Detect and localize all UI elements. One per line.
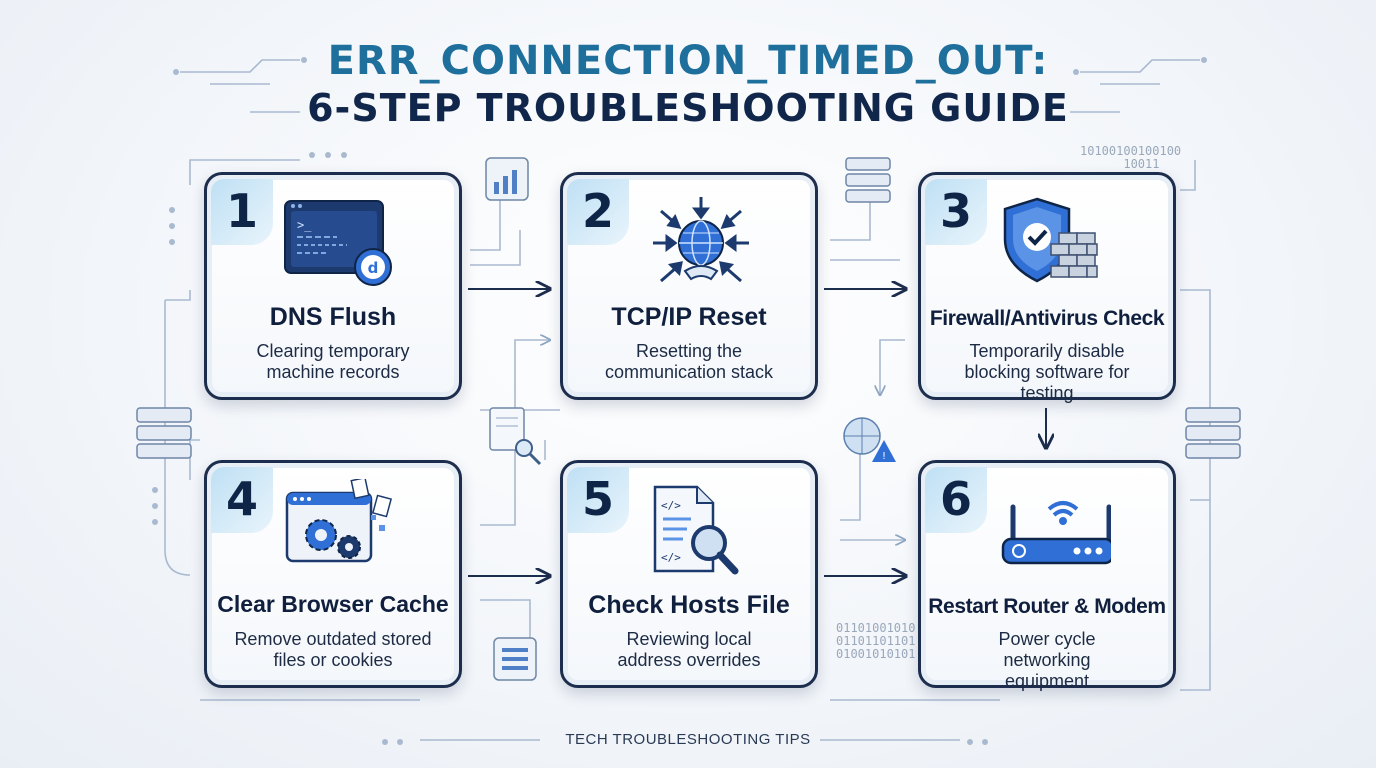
svg-text:d: d <box>368 259 379 277</box>
step-title: Clear Browser Cache <box>217 591 449 617</box>
server-icon-left <box>136 407 192 459</box>
globe-warning-icon: ! <box>843 417 896 462</box>
step-badge <box>925 179 987 245</box>
step-badge <box>567 179 629 245</box>
step-badge <box>211 179 273 245</box>
step-card-5: 5 </> </> Check Hosts File Reviewing loc… <box>560 460 818 688</box>
step-card-3: 3 Firewall/Antivirus Check Temporarily d… <box>918 172 1176 403</box>
step-title: Restart Router & Modem <box>928 595 1166 618</box>
step-number: 3 <box>939 184 972 238</box>
step-number: 5 <box>581 472 614 526</box>
svg-text:>_: >_ <box>297 218 312 232</box>
step-description: Remove outdated stored files or cookies <box>234 629 432 670</box>
server-icon-top <box>845 157 891 203</box>
step-description: Power cycle networking equipment <box>998 629 1096 691</box>
server-icon-right <box>1185 407 1241 459</box>
step-number: 4 <box>225 472 258 526</box>
footer-caption: TECH TROUBLESHOOTING TIPS <box>565 731 811 748</box>
step-card-1: 1 >_ d DNS Flush Clearing temporary mach… <box>204 172 462 400</box>
step-badge <box>211 467 273 533</box>
router-icon <box>1001 501 1111 565</box>
step-badge <box>925 467 987 533</box>
step-number: 6 <box>939 472 972 526</box>
list-icon <box>493 637 537 681</box>
network-handshake-icon <box>653 197 749 283</box>
step-title: Firewall/Antivirus Check <box>929 307 1165 330</box>
shield-firewall-icon <box>1003 197 1098 283</box>
step-description: Temporarily disable blocking software fo… <box>964 341 1130 403</box>
step-badge <box>567 467 629 533</box>
svg-text:</>: </> <box>661 499 681 512</box>
step-description: Clearing temporary machine records <box>256 341 410 382</box>
svg-text:!: ! <box>882 451 886 462</box>
page-title-line1: ERR_CONNECTION_TIMED_OUT: <box>327 38 1049 84</box>
step-number: 2 <box>581 184 614 238</box>
step-card-2: 2 TCP/IP Reset Resetting the communicati… <box>560 172 818 400</box>
svg-text:</>: </> <box>661 551 681 564</box>
browser-gears-icon <box>285 479 393 563</box>
step-card-6: 6 Restart Router & Modem Power cycle net… <box>918 460 1176 691</box>
binary-decoration-bottom: 01101001010 01101101101 01001010101 <box>836 621 916 661</box>
step-card-4: 4 Clear Browser Cache Remove outdated st… <box>204 460 462 688</box>
step-title: Check Hosts File <box>588 591 790 619</box>
chart-icon <box>485 157 529 201</box>
file-search-icon: </> </> <box>653 485 739 575</box>
step-description: Reviewing local address overrides <box>617 629 761 670</box>
step-description: Resetting the communication stack <box>604 341 774 382</box>
page-title-line2: 6-STEP TROUBLESHOOTING GUIDE <box>307 86 1069 130</box>
step-title: TCP/IP Reset <box>611 303 767 331</box>
terminal-icon: >_ d <box>284 200 392 286</box>
step-title: DNS Flush <box>269 303 397 331</box>
document-search-icon <box>489 407 542 466</box>
step-number: 1 <box>225 184 258 238</box>
